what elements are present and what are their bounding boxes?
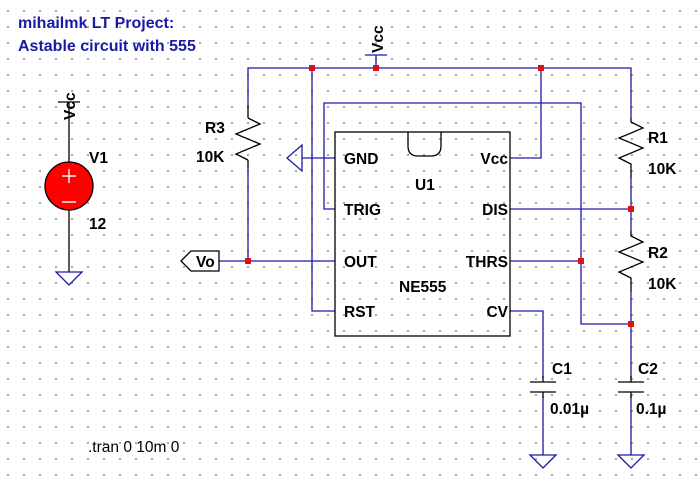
pin-rst-label: RST — [344, 304, 376, 321]
vcc-net-label: Vcc — [370, 25, 387, 53]
r1-resistor-icon — [617, 118, 645, 178]
vo-label: Vo — [196, 254, 215, 271]
c1-ground-icon — [528, 454, 558, 469]
resistor-r2[interactable]: R2 10K — [617, 231, 677, 293]
capacitor-c1[interactable]: C1 0.01µ — [528, 361, 589, 469]
pin-out-label: OUT — [344, 254, 377, 271]
r2-value: 10K — [648, 276, 677, 293]
vo-port-icon — [180, 250, 220, 272]
ic-part-label: NE555 — [399, 279, 447, 296]
r2-resistor-icon — [617, 231, 645, 292]
pin-dis-label: DIS — [482, 202, 508, 219]
v1-ground-icon — [54, 271, 84, 286]
junction-dots — [245, 65, 634, 327]
r3-resistor-icon — [234, 117, 262, 161]
r3-value: 10K — [196, 149, 225, 166]
vo-output-port[interactable]: Vo — [180, 250, 220, 272]
c1-name: C1 — [552, 361, 572, 378]
pin-vcc-label: Vcc — [480, 151, 508, 168]
pin-gnd-label: GND — [344, 151, 378, 168]
v1-name: V1 — [89, 150, 108, 167]
r1-value: 10K — [648, 161, 677, 178]
pin-cv-label: CV — [486, 304, 508, 321]
ic-ref-label: U1 — [415, 177, 435, 194]
r2-name: R2 — [648, 245, 668, 262]
c2-name: C2 — [638, 361, 658, 378]
ic-ground-icon — [286, 143, 303, 173]
supply-source-v1[interactable]: Vcc V1 12 — [44, 92, 108, 286]
resistor-r1[interactable]: R1 10K — [617, 118, 677, 178]
title-line-2: Astable circuit with 555 — [18, 38, 196, 55]
c2-capacitor-icon — [618, 376, 644, 398]
resistor-r3[interactable]: R3 10K — [196, 106, 262, 168]
wires — [219, 54, 632, 455]
ic-notch-icon — [407, 132, 442, 157]
r3-name: R3 — [205, 120, 225, 137]
v1-vcc-label: Vcc — [62, 92, 79, 120]
capacitor-c2[interactable]: C2 0.1µ — [616, 361, 666, 469]
pin-thrs-label: THRS — [466, 254, 508, 271]
c2-ground-icon — [616, 454, 646, 469]
r1-name: R1 — [648, 130, 668, 147]
c1-capacitor-icon — [530, 376, 556, 398]
title-line-1: mihailmk LT Project: — [18, 15, 174, 32]
c1-value: 0.01µ — [550, 401, 589, 418]
pin-trig-label: TRIG — [344, 202, 381, 219]
ic-ne555[interactable]: GND TRIG OUT RST Vcc DIS THRS CV U1 NE55… — [334, 131, 511, 337]
spice-directive[interactable]: .tran 0 10m 0 — [88, 439, 180, 456]
v1-value: 12 — [89, 216, 106, 233]
c2-value: 0.1µ — [636, 401, 666, 418]
